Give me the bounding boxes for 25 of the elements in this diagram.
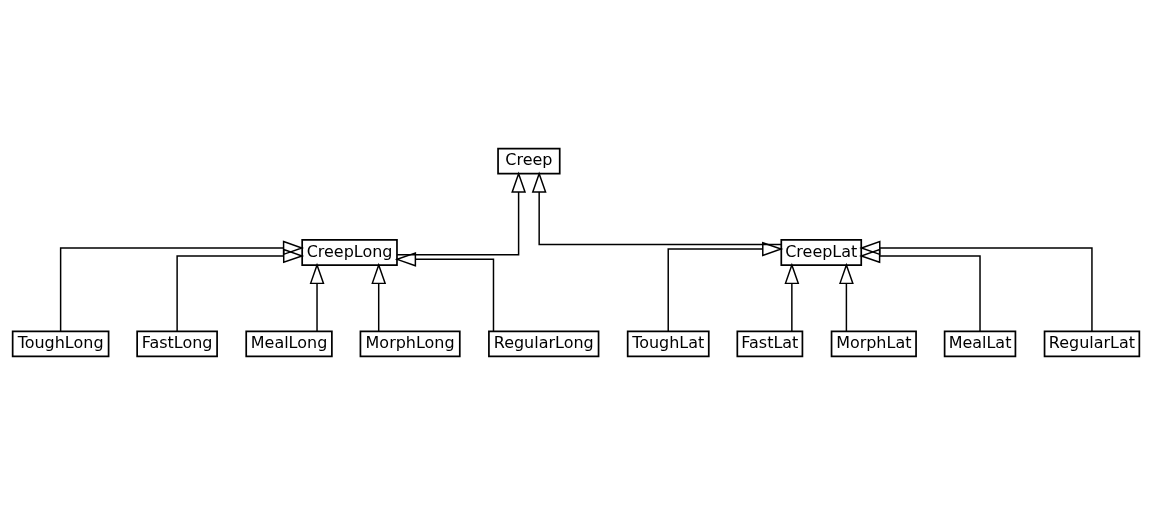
- arrow: [859, 248, 981, 332]
- arrow: [309, 262, 325, 332]
- node-box: MorphLat: [830, 330, 917, 358]
- node-box: RegularLat: [1043, 330, 1141, 358]
- arrow: [531, 171, 782, 246]
- arrow: [371, 262, 387, 332]
- node-box: RegularLong: [488, 330, 600, 358]
- arrow: [859, 240, 1093, 332]
- node-box: FastLat: [736, 330, 804, 358]
- arrow: [838, 262, 854, 332]
- arrow: [394, 251, 495, 332]
- arrow: [396, 171, 527, 256]
- arrow: [59, 240, 305, 332]
- arrow: [176, 248, 305, 332]
- node-box: ToughLong: [11, 330, 110, 358]
- node-box: Creep: [497, 147, 561, 175]
- arrow: [784, 262, 800, 332]
- node-box: CreepLat: [780, 239, 863, 266]
- node-box: MealLong: [245, 330, 333, 358]
- arrow: [667, 241, 784, 332]
- node-box: CreepLong: [301, 239, 398, 266]
- node-box: MorphLong: [359, 330, 461, 358]
- node-box: MealLat: [943, 330, 1017, 358]
- node-box: FastLong: [136, 330, 218, 358]
- node-box: ToughLat: [626, 330, 710, 358]
